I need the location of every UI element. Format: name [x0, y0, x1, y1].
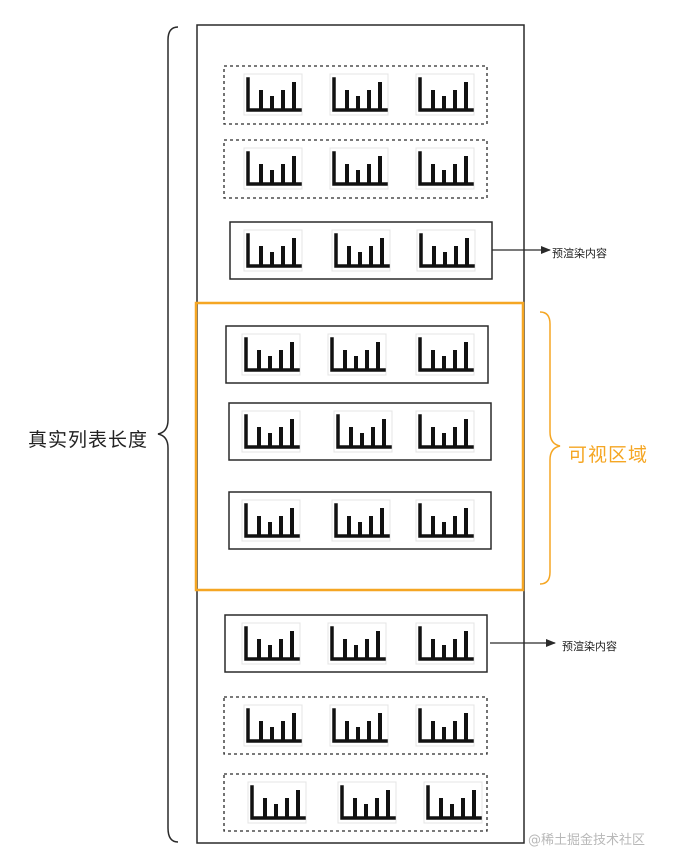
- visible-area-label: 可视区域: [568, 444, 649, 466]
- chart-icon: [415, 704, 475, 747]
- rendered-row-frame: [228, 402, 492, 461]
- chart-icon: [329, 147, 389, 190]
- chart-icon: [327, 622, 387, 665]
- rendered-row-frame: [224, 614, 488, 673]
- chart-icon: [415, 410, 475, 453]
- chart-icon: [241, 333, 301, 376]
- chart-icon: [329, 73, 389, 116]
- total-length-label: 真实列表长度: [28, 429, 149, 451]
- unrendered-row-frame: [223, 696, 488, 755]
- chart-icon: [241, 410, 301, 453]
- list-item: [228, 402, 492, 461]
- chart-icon: [415, 147, 475, 190]
- chart-icon: [241, 622, 301, 665]
- visible-area-brace: [539, 311, 561, 585]
- list-item: [228, 491, 492, 550]
- list-item: [224, 614, 488, 673]
- visible-viewport: [194, 301, 525, 592]
- chart-icon: [243, 147, 303, 190]
- chart-icon: [327, 333, 387, 376]
- chart-icon: [416, 229, 476, 272]
- chart-icon: [415, 499, 475, 542]
- chart-icon: [331, 229, 391, 272]
- list-item: [223, 139, 488, 199]
- rendered-row-frame: [228, 491, 492, 550]
- list-item: [229, 221, 493, 280]
- chart-icon: [423, 781, 483, 824]
- chart-icon: [415, 73, 475, 116]
- prerender-top-label: 预渲染内容: [552, 247, 607, 260]
- unrendered-row-frame: [223, 773, 488, 832]
- rendered-row-frame: [229, 221, 493, 280]
- chart-icon: [243, 73, 303, 116]
- watermark: @稀土掘金技术社区: [528, 833, 646, 848]
- list-item: [223, 65, 488, 125]
- chart-icon: [415, 622, 475, 665]
- list-item: [225, 325, 489, 384]
- chart-icon: [337, 781, 397, 824]
- chart-icon: [243, 704, 303, 747]
- chart-icon: [333, 410, 393, 453]
- prerender-bottom-label: 预渲染内容: [562, 640, 617, 653]
- list-item: [223, 696, 488, 755]
- chart-icon: [329, 704, 389, 747]
- list-rows: [223, 65, 493, 832]
- chart-icon: [331, 499, 391, 542]
- chart-icon: [241, 499, 301, 542]
- unrendered-row-frame: [223, 139, 488, 199]
- chart-icon: [243, 229, 303, 272]
- list-item: [223, 773, 488, 832]
- rendered-row-frame: [225, 325, 489, 384]
- chart-icon: [247, 781, 307, 824]
- unrendered-row-frame: [223, 65, 488, 125]
- chart-icon: [415, 333, 475, 376]
- total-length-brace: [157, 26, 179, 843]
